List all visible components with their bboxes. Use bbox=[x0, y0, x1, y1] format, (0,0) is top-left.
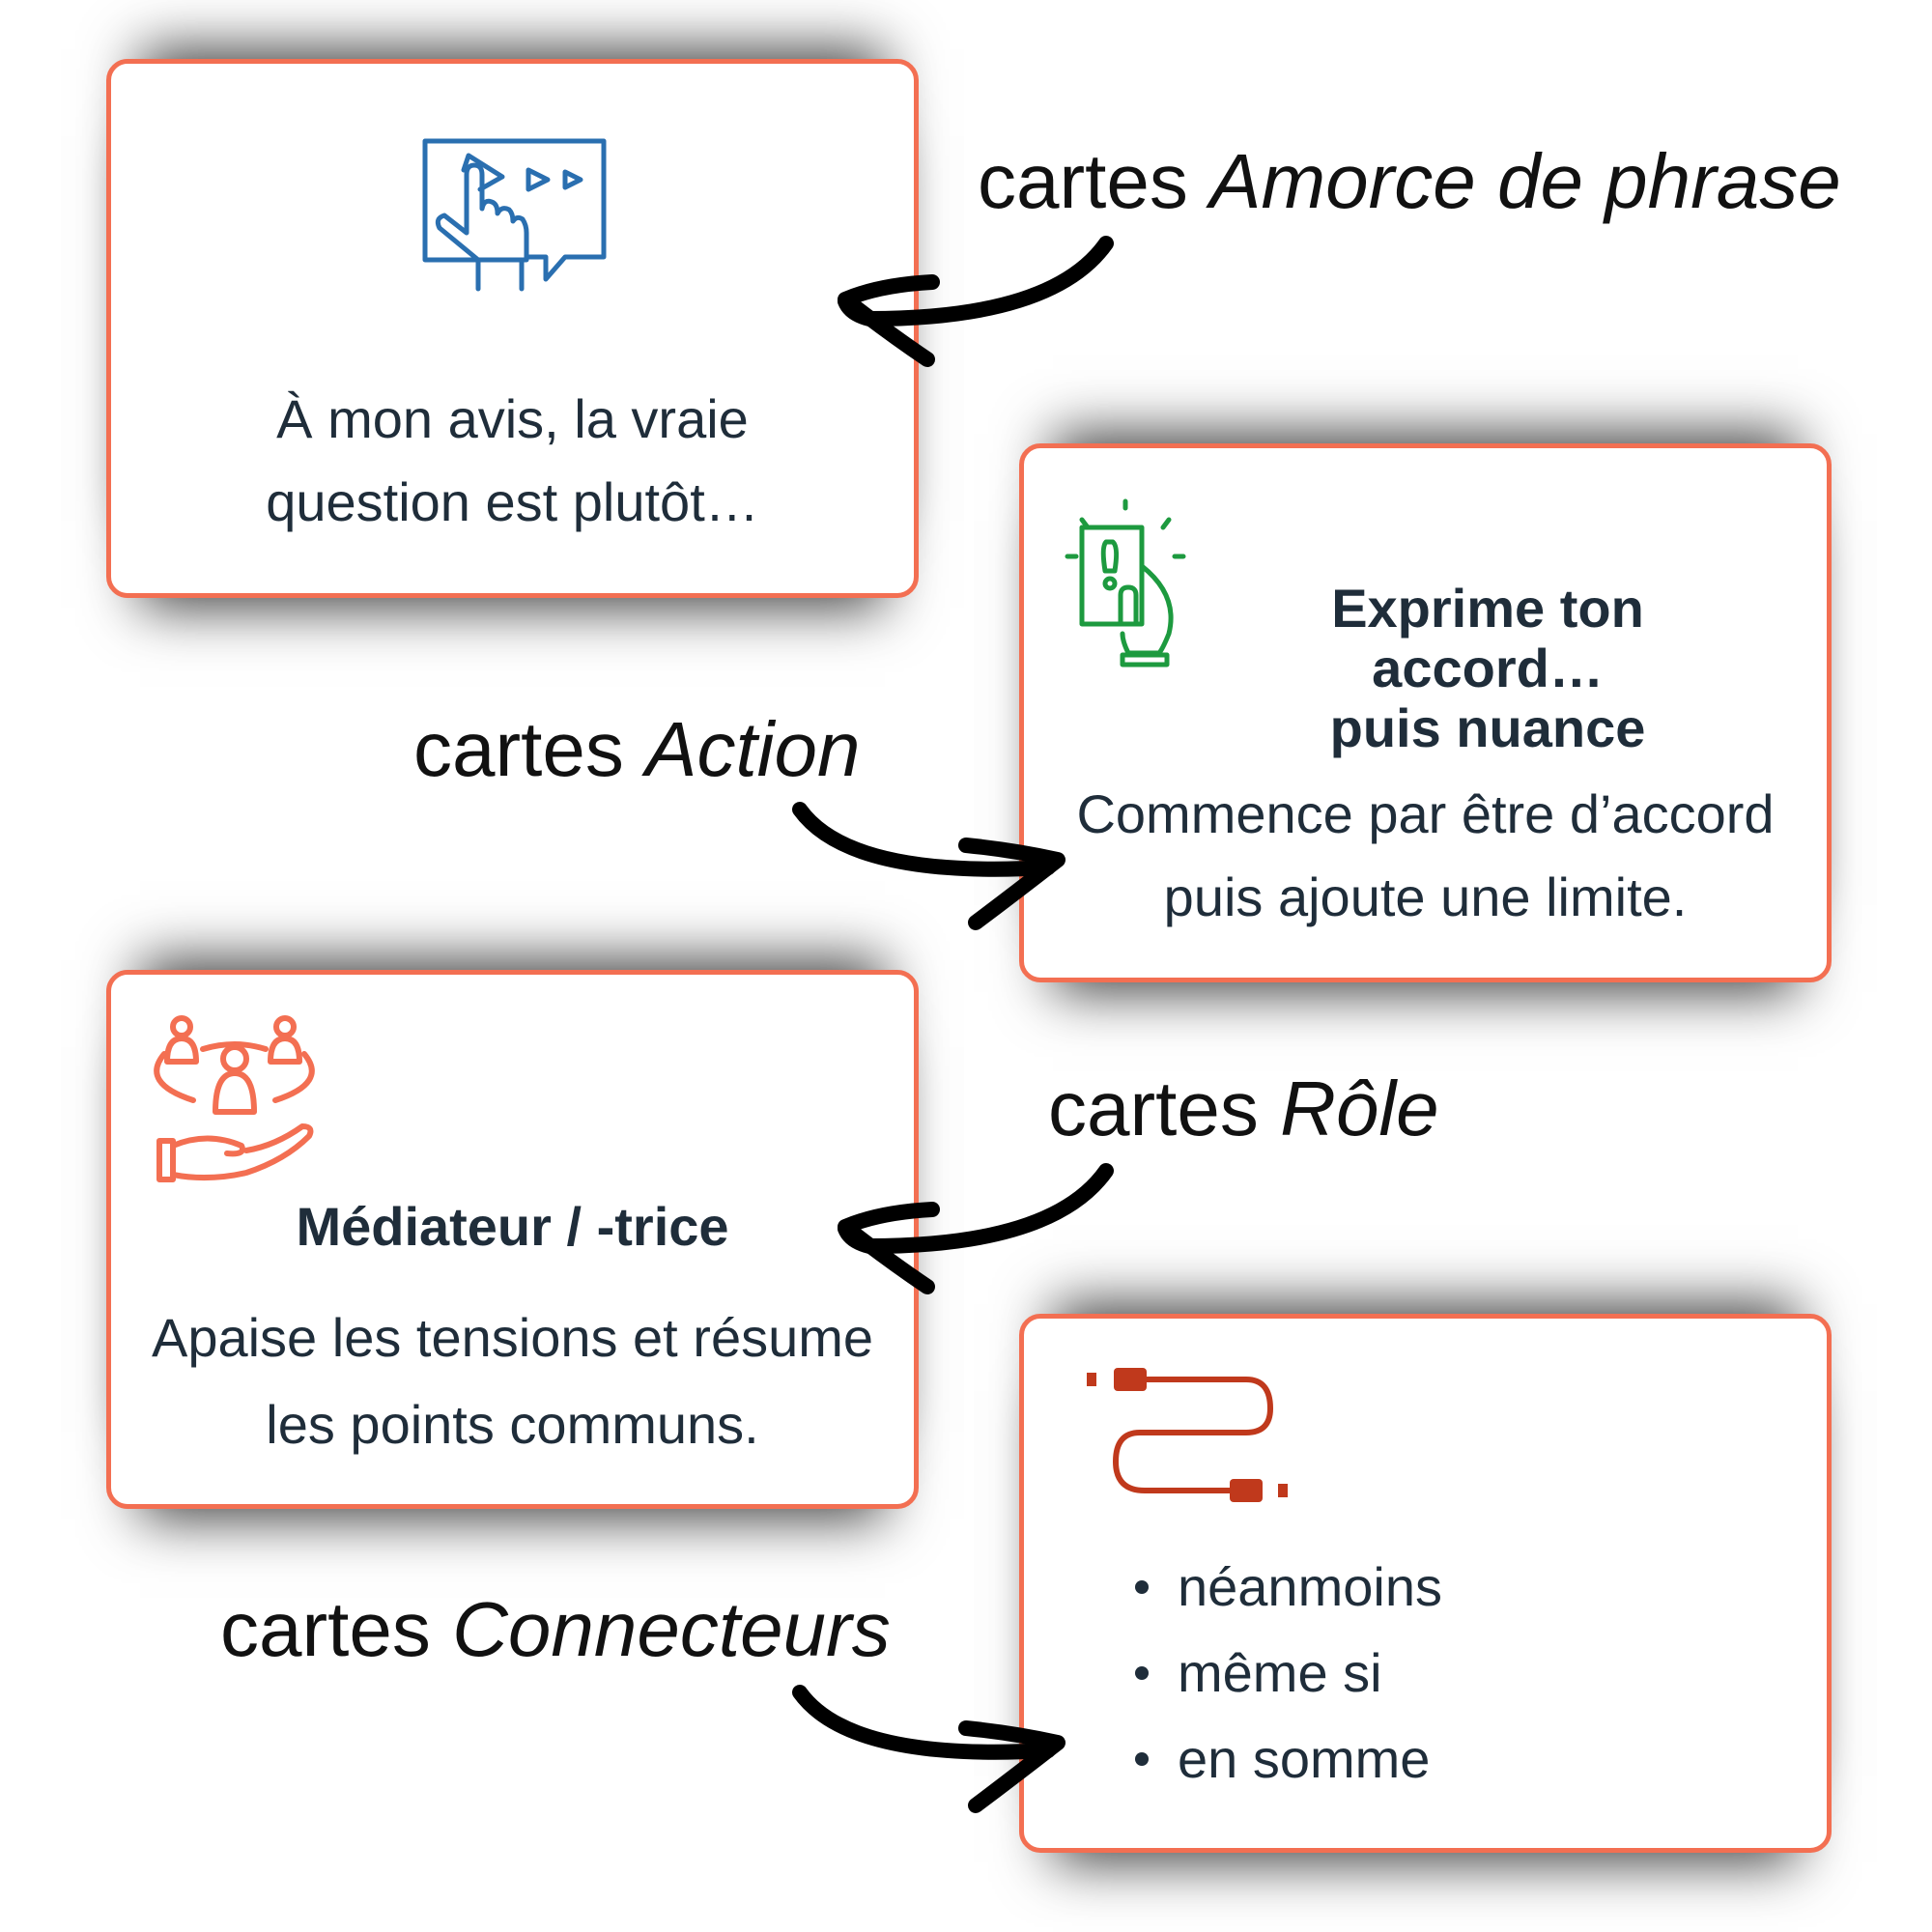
arrow-amorce bbox=[838, 236, 1114, 367]
card-title: Médiateur / -trice bbox=[296, 1196, 729, 1257]
arrow-connecteurs bbox=[792, 1685, 1065, 1813]
card-amorce: À mon avis, la vraie question est plutôt… bbox=[106, 59, 919, 598]
label-name: Connecteurs bbox=[452, 1586, 891, 1672]
card-action: Exprime ton accord… puis nuance Commence… bbox=[1019, 443, 1832, 982]
card-title-line: accord… bbox=[1372, 638, 1604, 698]
list-item-text: en somme bbox=[1178, 1728, 1431, 1789]
card-text-line: puis ajoute une limite. bbox=[1163, 867, 1688, 927]
label-connecteurs: cartes Connecteurs bbox=[220, 1585, 891, 1674]
label-prefix: cartes bbox=[1048, 1065, 1259, 1151]
label-amorce: cartes Amorce de phrase bbox=[978, 137, 1841, 226]
bullet-icon bbox=[1135, 1579, 1149, 1594]
card-role: Médiateur / -trice Apaise les tensions e… bbox=[106, 970, 919, 1509]
arrow-role bbox=[838, 1163, 1114, 1294]
card-connecteurs: néanmoins même si en somme bbox=[1019, 1314, 1832, 1853]
label-name: Rôle bbox=[1280, 1065, 1439, 1151]
label-name: Amorce de phrase bbox=[1209, 138, 1841, 224]
card-text-line: Commence par être d’accord bbox=[1076, 783, 1775, 844]
label-prefix: cartes bbox=[220, 1586, 431, 1672]
bullet-icon bbox=[1135, 1751, 1149, 1766]
label-prefix: cartes bbox=[413, 706, 624, 792]
card-title-line: puis nuance bbox=[1329, 697, 1646, 758]
card-title: Exprime ton accord… puis nuance bbox=[1246, 579, 1729, 758]
label-name: Action bbox=[645, 706, 861, 792]
list-item: même si bbox=[1135, 1641, 1382, 1704]
label-role: cartes Rôle bbox=[1048, 1065, 1439, 1153]
mediator-group-hand-icon bbox=[154, 1015, 315, 1182]
label-prefix: cartes bbox=[978, 138, 1188, 224]
arrow-action bbox=[792, 802, 1065, 930]
list-item-text: néanmoins bbox=[1178, 1556, 1442, 1617]
card-title-line: Exprime ton bbox=[1331, 578, 1644, 639]
bullet-icon bbox=[1135, 1665, 1149, 1680]
list-item-text: même si bbox=[1178, 1642, 1382, 1703]
card-text-line: À mon avis, la vraie bbox=[276, 388, 749, 449]
card-hand-icon bbox=[1065, 498, 1186, 668]
cable-icon bbox=[1087, 1368, 1288, 1502]
list-item: en somme bbox=[1135, 1727, 1430, 1790]
video-touch-icon bbox=[422, 138, 607, 292]
card-text-line: question est plutôt… bbox=[266, 471, 759, 532]
card-text-line: les points communs. bbox=[266, 1394, 759, 1455]
list-item: néanmoins bbox=[1135, 1555, 1442, 1618]
card-text-line: Apaise les tensions et résume bbox=[151, 1307, 874, 1368]
label-action: cartes Action bbox=[413, 705, 860, 794]
